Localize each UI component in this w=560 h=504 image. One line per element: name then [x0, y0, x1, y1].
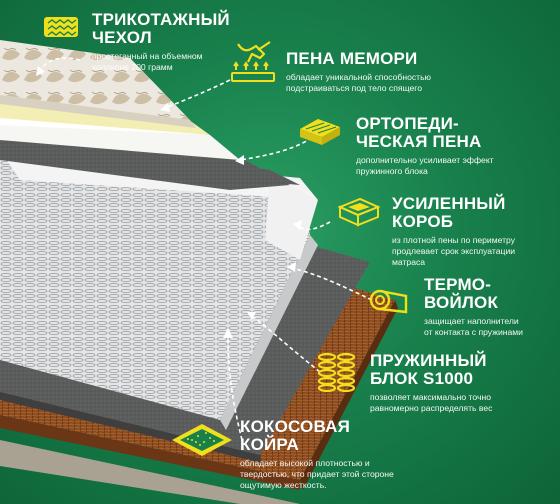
feature-description: защищает наполнители от контакта с пружи…	[424, 316, 523, 337]
frame-box-icon	[337, 197, 381, 227]
feature-thermal-felt: ТЕРМО- ВОЙЛОК защищает наполнители от ко…	[424, 276, 554, 338]
feature-title: УСИЛЕННЫЙ КОРОБ	[392, 194, 506, 231]
feature-cover: ТРИКОТАЖНЫЙ ЧЕХОЛ простеганный на объемн…	[92, 11, 262, 73]
springs-icon	[317, 352, 356, 392]
feature-title: КОКОСОВАЯ КОЙРА	[240, 417, 351, 454]
feature-description: позволяет максимально точно равномерно р…	[370, 392, 493, 413]
feature-title: ПЕНА МЕМОРИ	[286, 49, 418, 68]
felt-roll-icon	[369, 289, 408, 314]
feature-title: ТРИКОТАЖНЫЙ ЧЕХОЛ	[92, 10, 230, 47]
feature-orthopedic-foam: ОРТОПЕДИ- ЧЕСКАЯ ПЕНА дополнительно усил…	[356, 115, 551, 177]
feature-memory-foam: ПЕНА МЕМОРИ обладает уникальной способно…	[286, 50, 546, 94]
feature-description: простеганный на объемном холлконе 200 гр…	[92, 51, 203, 72]
leader-arrowheads	[36, 66, 302, 338]
quilted-fabric-icon	[44, 17, 78, 37]
feature-title: ПРУЖИННЫЙ БЛОК S1000	[370, 351, 487, 388]
feature-title: ТЕРМО- ВОЙЛОК	[424, 275, 499, 312]
spring-block	[0, 150, 310, 420]
feature-coconut-coir: КОКОСОВАЯ КОЙРА обладает высокой плотнос…	[240, 418, 460, 491]
feature-description: обладает высокой плотностью и твердостью…	[240, 458, 394, 490]
foam-slab-icon	[300, 119, 340, 145]
feature-title: ОРТОПЕДИ- ЧЕСКАЯ ПЕНА	[356, 114, 482, 151]
hand-pressing-foam-icon	[231, 41, 275, 82]
bottom-cover-edge	[0, 440, 300, 504]
knitted-cover-layer	[0, 40, 190, 120]
feature-spring-block: ПРУЖИННЫЙ БЛОК S1000 позволяет максималь…	[370, 352, 550, 414]
feature-description: из плотной пены по периметру продлевает …	[392, 235, 516, 267]
feature-description: обладает уникальной способностью подстра…	[286, 72, 432, 93]
feature-description: дополнительно усиливает эффект пружинног…	[356, 155, 494, 176]
coconut-coir-icon	[172, 424, 232, 456]
feature-reinforced-box: УСИЛЕННЫЙ КОРОБ из плотной пены по перим…	[392, 195, 552, 268]
